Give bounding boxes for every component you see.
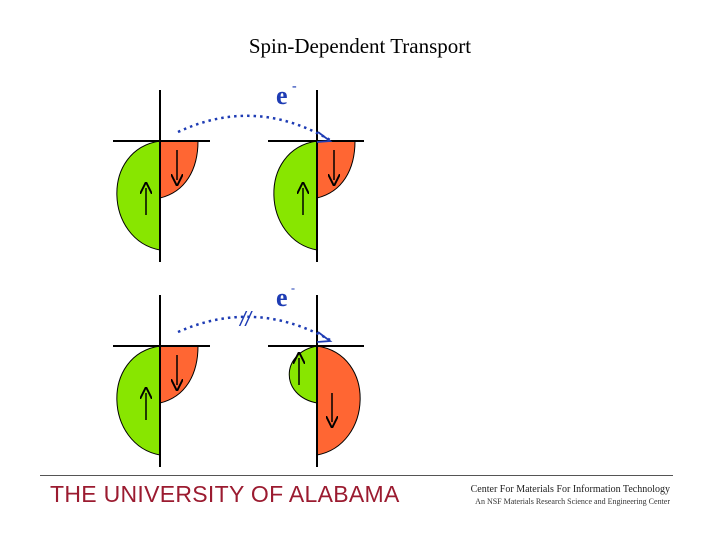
blocked-mark: // [238, 309, 254, 331]
electron-charge: - [292, 79, 297, 94]
hop-arrowhead [316, 331, 333, 343]
footer-divider [40, 475, 673, 476]
right-electrode-antiparallel [268, 295, 364, 467]
left-electrode-parallel [113, 90, 210, 262]
spin-up-band [288, 345, 318, 404]
right-electrode-parallel [268, 90, 364, 262]
spin-down-band [159, 345, 199, 404]
hop-arrowhead [316, 131, 333, 143]
left-electrode-antiparallel [113, 295, 210, 467]
electron-label: e [276, 283, 288, 312]
center-subtitle: An NSF Materials Research Science and En… [475, 497, 670, 506]
panel-antiparallel: // e - [113, 281, 364, 467]
spin-down-band [159, 140, 199, 199]
spin-down-band [316, 345, 361, 456]
slide-title: Spin-Dependent Transport [248, 34, 472, 58]
electron-hop-arrow [177, 114, 331, 142]
spin-up-band [116, 345, 161, 456]
spin-up-band [273, 140, 318, 251]
electron-charge: - [291, 281, 295, 295]
university-logo-text: THE UNIVERSITY OF ALABAMA [50, 481, 400, 507]
spin-transport-diagram: e - // e - [113, 79, 364, 467]
panel-parallel: e - [113, 79, 364, 262]
spin-down-band [316, 140, 356, 199]
center-name: Center For Materials For Information Tec… [470, 484, 670, 495]
electron-hop-arrow [177, 315, 331, 342]
electron-label: e [276, 81, 288, 110]
spin-up-band [116, 140, 161, 251]
